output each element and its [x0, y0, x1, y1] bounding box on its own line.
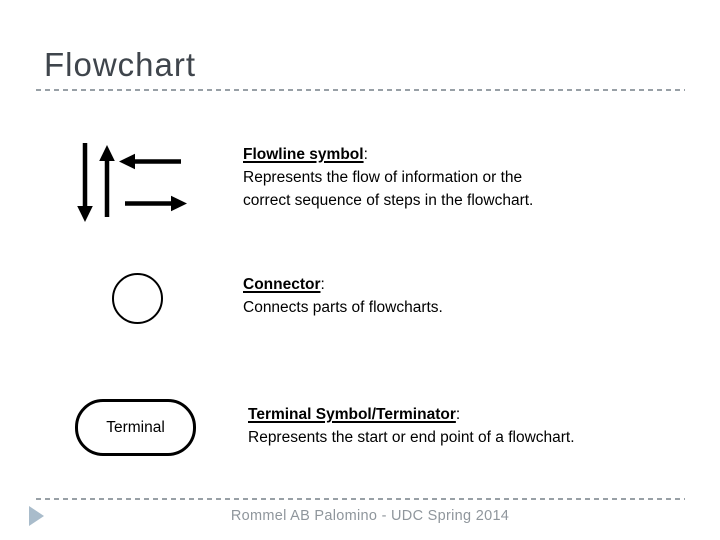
terminal-heading-colon: : — [455, 406, 461, 423]
footer-divider — [36, 498, 685, 500]
terminal-heading: Terminal Symbol/Terminator — [248, 406, 456, 423]
title-divider — [36, 89, 685, 91]
flowline-heading: Flowline symbol — [243, 146, 364, 163]
flowline-body-line1: Represents the flow of information or th… — [243, 169, 523, 186]
slide-title: Flowchart — [44, 46, 197, 83]
terminal-shape-symbol: Terminal — [75, 399, 196, 456]
up-arrow-icon — [99, 145, 115, 217]
connector-description: Connector: Connects parts of flowcharts. — [243, 273, 443, 319]
play-triangle-icon — [29, 506, 44, 526]
connector-circle-symbol — [112, 273, 163, 324]
flowline-body-line2: correct sequence of steps in the flowcha… — [243, 192, 534, 209]
connector-heading: Connector — [243, 276, 321, 293]
terminal-shape-label: Terminal — [106, 418, 165, 436]
connector-heading-line: Connector: — [243, 273, 443, 296]
flowline-heading-line: Flowline symbol: — [243, 143, 533, 166]
flowline-description: Flowline symbol: Represents the flow of … — [243, 143, 533, 212]
terminal-description: Terminal Symbol/Terminator: Represents t… — [248, 403, 575, 449]
connector-body-line1: Connects parts of flowcharts. — [243, 299, 443, 316]
down-arrow-icon — [77, 143, 93, 222]
footer-text: Rommel AB Palomino - UDC Spring 2014 — [230, 508, 510, 524]
left-arrow-icon — [119, 153, 181, 170]
terminal-body-line1: Represents the start or end point of a f… — [248, 429, 575, 446]
right-arrow-icon — [125, 195, 187, 212]
terminal-heading-line: Terminal Symbol/Terminator: — [248, 403, 575, 426]
flowline-arrows-symbol — [77, 143, 187, 222]
flowline-heading-colon: : — [363, 146, 368, 163]
connector-heading-colon: : — [320, 276, 325, 293]
